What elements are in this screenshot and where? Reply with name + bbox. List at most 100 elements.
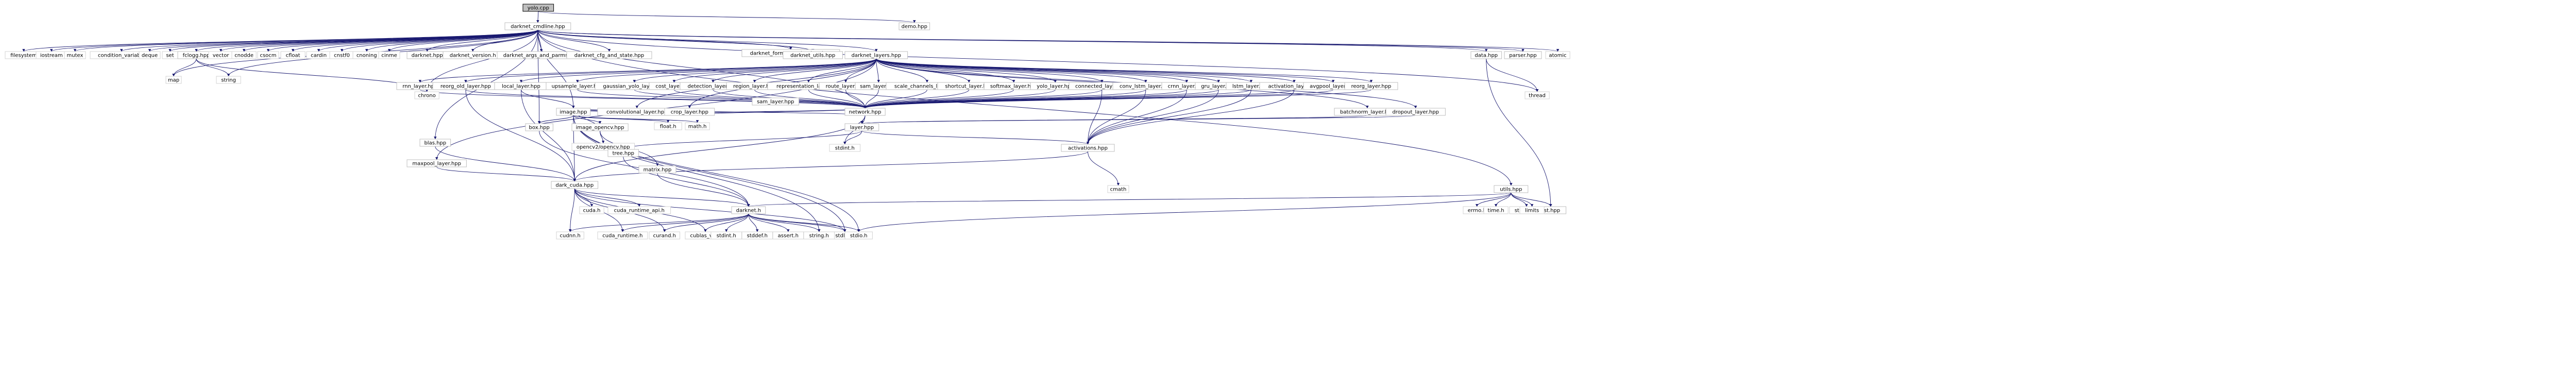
edge-dcl-cnstt	[340, 29, 538, 52]
node-blas[interactable]: blas.hpp	[419, 139, 451, 147]
node-darknet_h[interactable]: darknet.h	[731, 206, 766, 214]
node-label: time.h	[1488, 208, 1504, 214]
node-opencv: opencv2/opencv.hpp	[571, 143, 635, 151]
node-box[interactable]: box.hpp	[525, 123, 553, 131]
edge-utils-errno	[1476, 192, 1512, 207]
node-fchelp[interactable]: fclogg.hpp	[177, 51, 215, 59]
node-box	[419, 139, 451, 147]
node-label: darknet_cmdline.hpp	[511, 24, 565, 30]
edge-dcl-dkfmt	[537, 29, 792, 50]
node-box	[525, 123, 553, 131]
node-string: string	[216, 76, 241, 84]
edge-scalech-network	[863, 89, 927, 109]
node-dcl[interactable]: darknet_cmdline.hpp	[504, 22, 571, 30]
node-box	[1519, 206, 1545, 214]
node-label: blas.hpp	[424, 141, 446, 146]
node-image[interactable]: image.hpp	[556, 108, 591, 116]
edge-crnn-network	[863, 89, 1187, 109]
node-parser[interactable]: parser.hpp	[1504, 51, 1542, 59]
node-label: crop_layer.hpp	[671, 110, 708, 115]
node-stdint2: stdint.h	[710, 231, 742, 240]
edge-connected-network	[863, 89, 1103, 109]
edge-dklayers-reorg	[876, 58, 1372, 83]
node-activations[interactable]: activations.hpp	[1061, 144, 1115, 152]
node-label: detection_layer.hpp	[688, 84, 739, 90]
node-imageocv[interactable]: image_opencv.hpp	[571, 123, 629, 131]
node-label: math.h	[688, 124, 707, 130]
node-dkver[interactable]: darknet_version.h	[443, 51, 503, 59]
node-thread: thread	[1524, 91, 1550, 99]
node-cfloat: cfloat	[280, 51, 306, 59]
node-yolol[interactable]: yolo_layer.hpp	[1030, 82, 1081, 90]
node-layer[interactable]: layer.hpp	[844, 123, 879, 131]
node-local[interactable]: local_layer.hpp	[494, 82, 548, 90]
node-box	[597, 231, 648, 240]
edge-yolol-network	[863, 89, 1056, 109]
node-label: maxpool_layer.hpp	[412, 161, 461, 167]
node-dropout[interactable]: dropout_layer.hpp	[1385, 108, 1446, 116]
edge-darkcuda-stdlib	[574, 188, 846, 232]
edge-crnn-activations	[1086, 89, 1187, 145]
node-box	[664, 108, 715, 116]
node-atomic: atomic	[1545, 51, 1570, 59]
node-box	[1545, 51, 1570, 59]
edge-image-stringh	[573, 115, 821, 232]
node-reorg[interactable]: reorg_layer.hpp	[1344, 82, 1398, 90]
node-matrix[interactable]: matrix.hpp	[638, 165, 676, 174]
node-cudart: cuda_runtime_api.h	[607, 206, 671, 214]
edge-upsample-network	[577, 89, 867, 109]
edge-darknet_h-stdint2	[725, 213, 749, 232]
edge-dcl-thread	[537, 29, 1539, 92]
node-dkhpp[interactable]: darknet.hpp	[406, 51, 448, 59]
node-tree[interactable]: tree.hpp	[607, 149, 639, 157]
node-label: batchnorm_layer.hpp	[1340, 110, 1395, 115]
node-darkcuda[interactable]: dark_cuda.hpp	[551, 181, 599, 189]
node-box	[1504, 51, 1542, 59]
node-convolutional[interactable]: convolutional_layer.hpp	[597, 108, 677, 116]
node-label: darknet_args_and_parms.hpp	[503, 53, 580, 59]
node-dataH[interactable]: data.hpp	[1470, 51, 1502, 59]
node-cudaruntime: cuda_runtime.h	[597, 231, 648, 240]
node-utils[interactable]: utils.hpp	[1494, 185, 1529, 193]
node-box	[414, 91, 439, 99]
node-label: errno.h	[1468, 208, 1486, 214]
node-label: cardin	[311, 53, 327, 59]
node-box	[165, 76, 182, 84]
node-label: upsample_layer.hpp	[552, 84, 603, 90]
edge-utils-timeh	[1494, 192, 1512, 207]
edge-blas-darkcuda	[435, 146, 576, 182]
edge-dcl-vector	[219, 29, 538, 52]
node-mutex: mutex	[64, 51, 86, 59]
edge-dcl-image	[537, 29, 575, 109]
node-cinme: cinme	[378, 51, 400, 59]
node-dkcfg[interactable]: darknet_cfg_and_state.hpp	[566, 51, 652, 59]
node-label: conv_lstm_layer.hpp	[1120, 84, 1172, 90]
node-label: rnn_layer.hpp	[402, 84, 437, 90]
node-sam[interactable]: sam_layer.hpp	[752, 97, 800, 106]
node-crop[interactable]: crop_layer.hpp	[664, 108, 715, 116]
node-reorgold[interactable]: reorg_old_layer.hpp	[432, 82, 499, 90]
node-maxpool[interactable]: maxpool_layer.hpp	[406, 159, 467, 167]
node-label: lstm_layer.hpp	[1232, 84, 1270, 90]
node-label: cfloat	[286, 53, 300, 59]
node-box	[551, 181, 599, 189]
node-cnonsg: cnoning	[352, 51, 381, 59]
edge-reorgold-network	[465, 89, 867, 109]
node-label: assert.h	[778, 233, 799, 239]
node-dklayers[interactable]: darknet_layers.hpp	[844, 51, 908, 59]
edge-dataH-listh	[1486, 58, 1552, 207]
node-demo[interactable]: demo.hpp	[899, 22, 930, 30]
node-timeh: time.h	[1483, 206, 1509, 214]
node-network[interactable]: network.hpp	[844, 108, 886, 116]
node-dkutils[interactable]: darknet_utils.hpp	[783, 51, 843, 59]
node-label: thread	[1529, 93, 1546, 99]
edge-utils-limits	[1511, 192, 1534, 207]
node-box	[1483, 206, 1509, 214]
edge-dklayers-scalech	[876, 58, 929, 83]
node-box	[406, 159, 467, 167]
node-box	[1494, 185, 1529, 193]
node-label: darknet_utils.hpp	[790, 53, 835, 59]
edge-dklayers-detection	[711, 58, 877, 83]
node-box	[783, 51, 843, 59]
node-softmax[interactable]: softmax_layer.hpp	[984, 82, 1044, 90]
